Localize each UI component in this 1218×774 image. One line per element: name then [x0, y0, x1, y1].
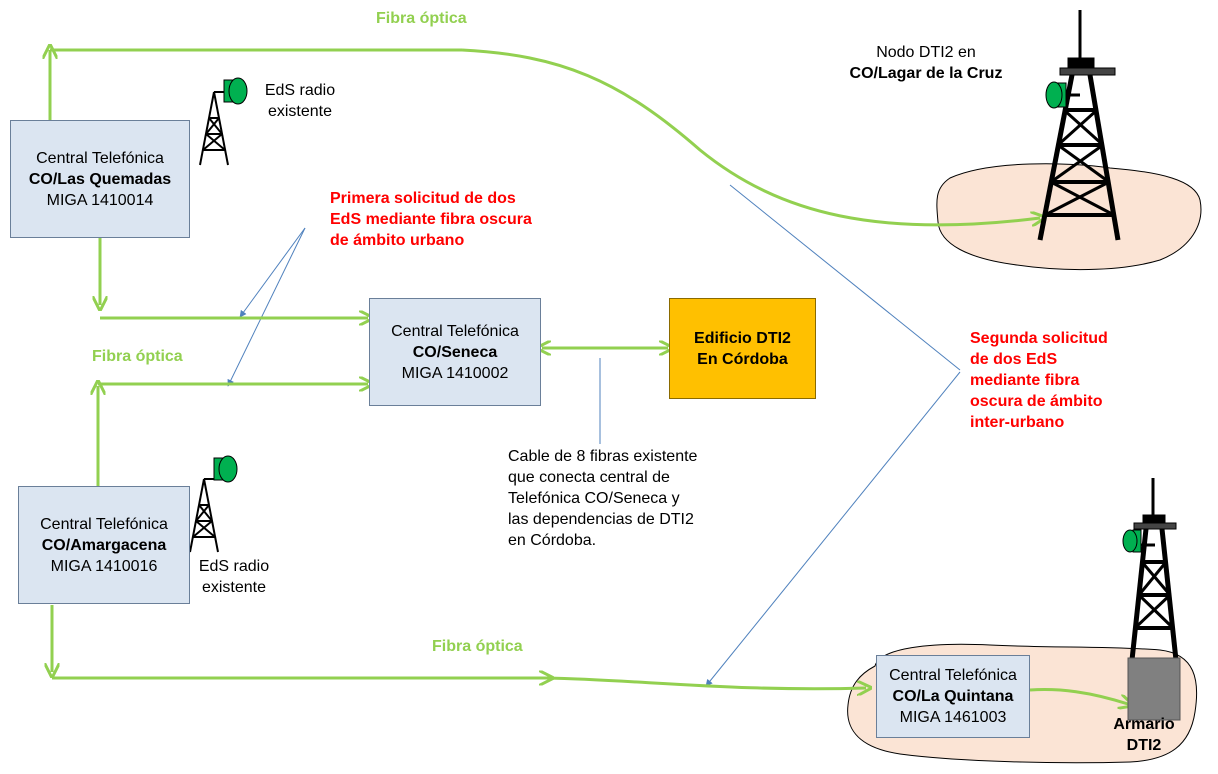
central-type: Central Telefónica	[40, 515, 168, 533]
central-name: CO/La Quintana	[892, 688, 1014, 705]
central-type: Central Telefónica	[36, 149, 164, 167]
dti2-building: Edificio DTI2 En Córdoba	[669, 298, 816, 399]
nodo-label-line1: Nodo DTI2 en	[876, 44, 976, 61]
nodo-label-line2: CO/Lagar de la Cruz	[849, 65, 1003, 82]
radio-tower-icon	[199, 91, 229, 166]
antenna-dish-icon	[1045, 81, 1067, 109]
radio-tower-icon	[189, 478, 219, 553]
radio-station-label: EdS radio existente	[198, 558, 270, 596]
dti2-building-location: En Córdoba	[697, 350, 788, 368]
antenna-dish-icon	[213, 455, 238, 483]
armario-cabinet	[1127, 657, 1181, 721]
central-name: CO/Seneca	[412, 343, 498, 361]
central-amargacena: Central Telefónica CO/Amargacena MIGA 14…	[18, 486, 190, 604]
pointer-line	[227, 227, 306, 387]
central-code: MIGA 1461003	[899, 709, 1007, 726]
central-seneca: Central Telefónica CO/Seneca MIGA 141000…	[369, 298, 541, 406]
fiber-label: Fibra óptica	[376, 10, 467, 27]
cable-note: Cable de 8 fibras existente que conecta …	[508, 448, 698, 549]
central-las-quemadas: Central Telefónica CO/Las Quemadas MIGA …	[10, 120, 190, 238]
central-code: MIGA 1410002	[401, 364, 509, 382]
antenna-dish-icon	[1122, 529, 1142, 553]
antenna-dish-icon	[223, 77, 248, 105]
central-la-quintana: Central Telefónica CO/La Quintana MIGA 1…	[876, 655, 1030, 738]
central-name: CO/Amargacena	[41, 536, 167, 554]
fiber-line	[461, 48, 1040, 225]
fiber-label: Fibra óptica	[92, 348, 183, 365]
central-type: Central Telefónica	[889, 667, 1017, 684]
central-code: MIGA 1410014	[46, 191, 154, 209]
fiber-line	[1029, 688, 1128, 704]
central-name: CO/Las Quemadas	[28, 170, 172, 188]
fiber-label: Fibra óptica	[432, 638, 523, 655]
pointer-line	[705, 371, 961, 687]
large-tower-icon	[1129, 478, 1179, 661]
dti2-building-title: Edificio DTI2	[694, 329, 791, 347]
pointer-line	[239, 227, 306, 318]
first-request-note: Primera solicitud de dos EdS mediante fi…	[330, 190, 532, 249]
nodo-label: Nodo DTI2 en CO/Lagar de la Cruz	[826, 42, 1026, 84]
large-tower-icon	[1037, 10, 1121, 241]
fiber-line	[547, 676, 866, 689]
radio-station-label: EdS radio existente	[264, 82, 336, 120]
central-code: MIGA 1410016	[50, 557, 158, 575]
pointer-line	[729, 184, 961, 371]
central-type: Central Telefónica	[391, 322, 519, 340]
armario-label: Armario DTI2	[1113, 716, 1175, 754]
second-request-note: Segunda solicitud de dos EdS mediante fi…	[970, 330, 1108, 431]
